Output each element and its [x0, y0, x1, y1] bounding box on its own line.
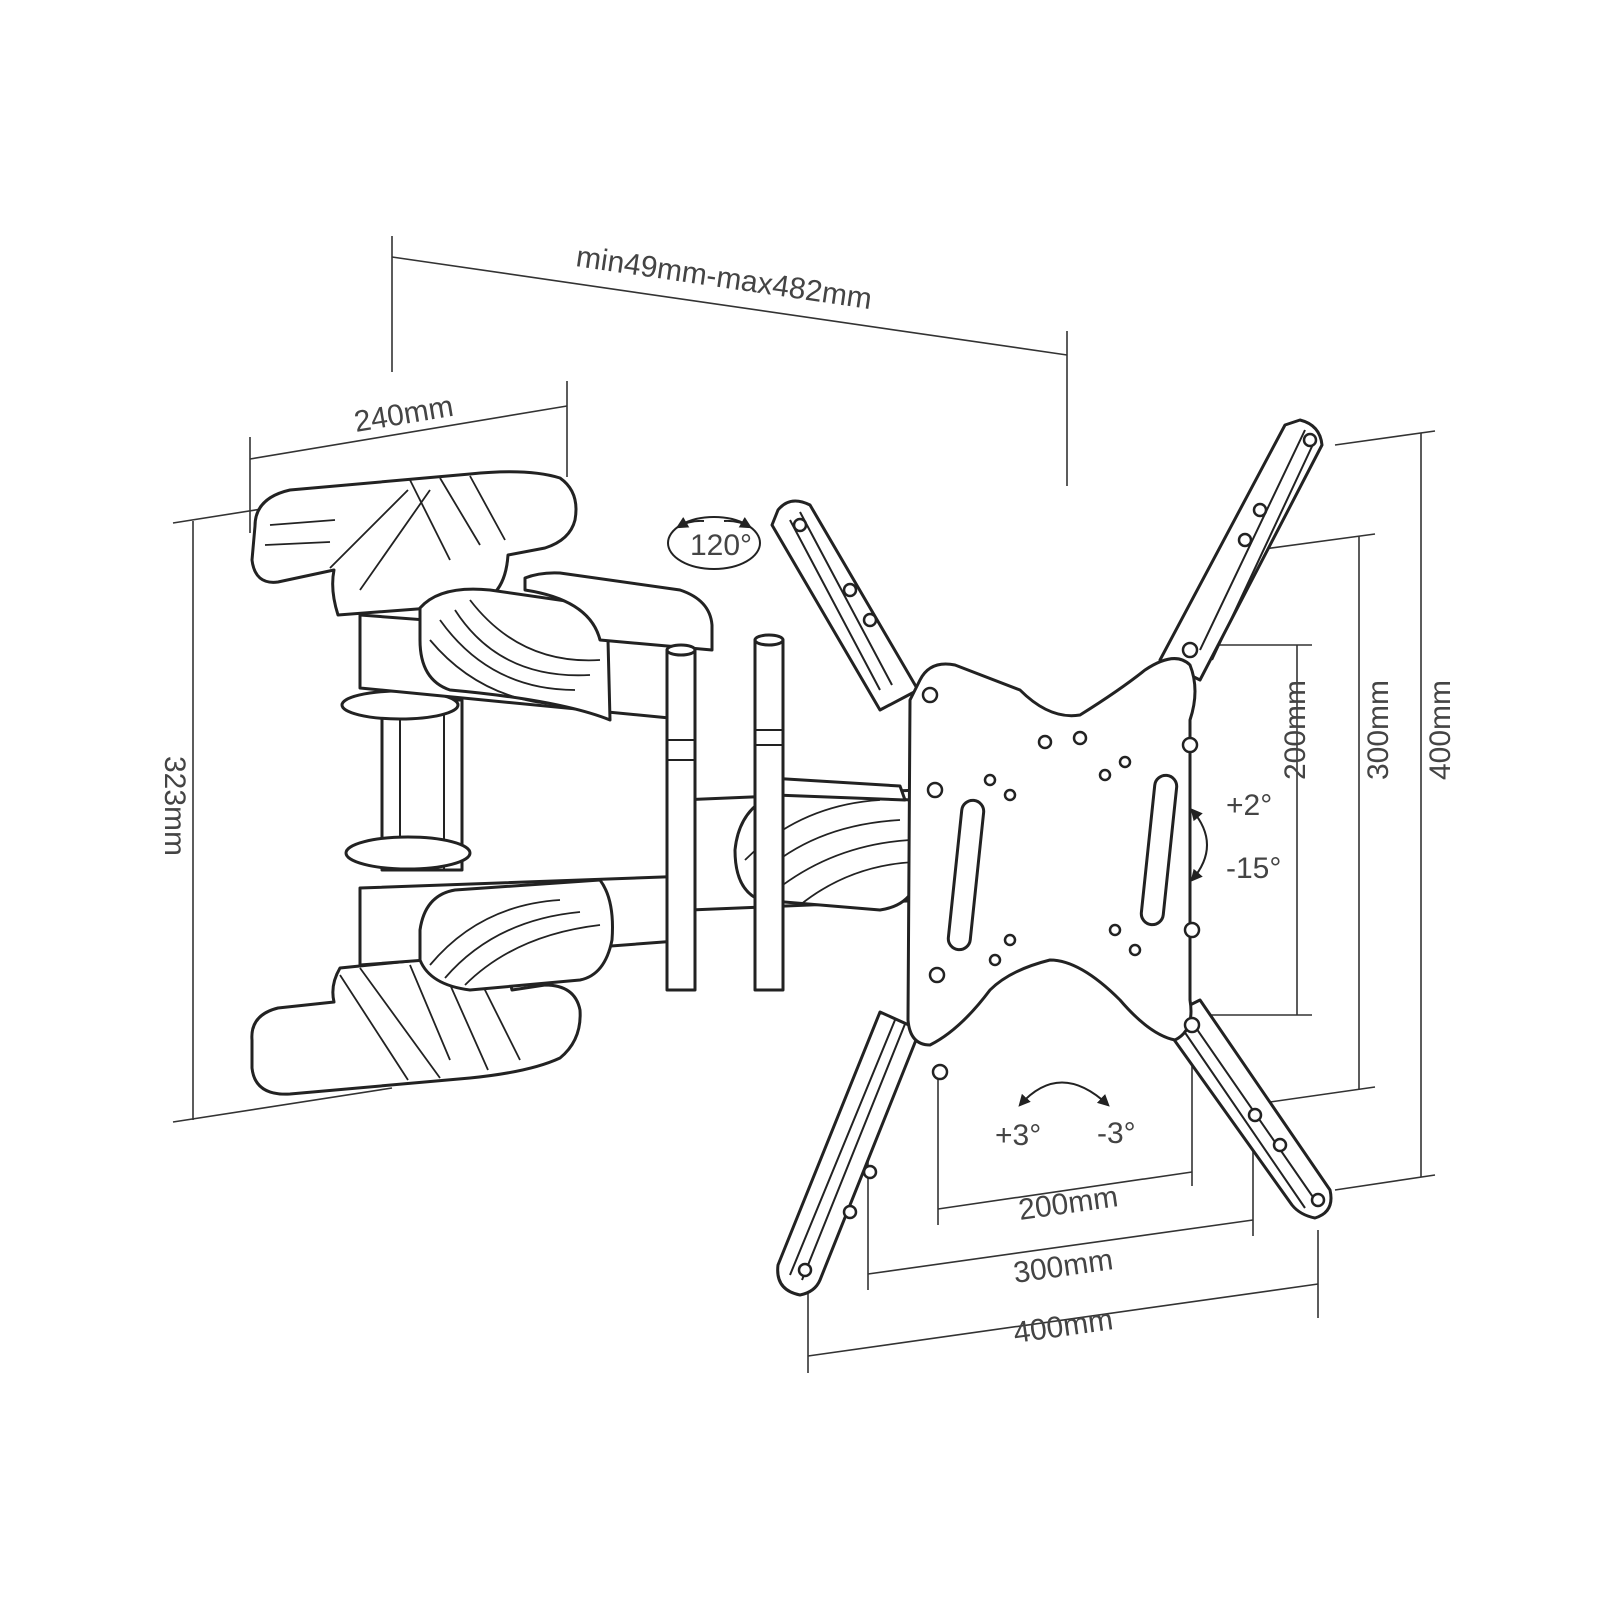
upper-arm-top [523, 571, 714, 652]
vesa-v-400-label: 400mm [1424, 680, 1457, 780]
swivel-badge [667, 516, 761, 570]
vesa-arm-top-left [770, 499, 920, 712]
upper-arm-cover [418, 587, 612, 722]
lower-arm-cover [418, 878, 614, 992]
vesa-arm-bottom-right [1158, 998, 1333, 1220]
vesa-arm-bottom-left [776, 1010, 922, 1297]
vesa-v-200-label: 200mm [1279, 680, 1312, 780]
rotate-minus-label: -3° [1097, 1117, 1136, 1150]
vesa-h-400-label: 400mm [1011, 1303, 1115, 1350]
arm-linkage [358, 571, 932, 992]
vesa-arm-top-right [1158, 418, 1324, 682]
swivel-label: 120° [690, 529, 752, 562]
top-wall-bracket [250, 470, 578, 617]
angle-indicators [667, 516, 1208, 1107]
vesa-plate [770, 418, 1333, 1297]
bottom-hinge [344, 835, 472, 871]
tilt-down-label: -15° [1226, 852, 1281, 885]
dimension-lines [172, 236, 1436, 1373]
vesa-h-200-label: 200mm [1016, 1180, 1120, 1227]
vesa-h-300-label: 300mm [1011, 1243, 1115, 1290]
front-arm-top [768, 776, 907, 802]
wall-plate-height-label: 323mm [158, 756, 191, 856]
vesa-centre-plate [906, 657, 1197, 1047]
pivot-pin-1 [665, 648, 697, 992]
wall-plate [250, 470, 582, 1096]
wall-plate-width-label: 240mm [352, 390, 456, 439]
rotate-plus-label: +3° [995, 1119, 1041, 1152]
tilt-up-label: +2° [1226, 789, 1272, 822]
vesa-v-300-label: 300mm [1362, 680, 1395, 780]
pivot-pin-2 [753, 638, 785, 992]
bottom-wall-bracket [250, 953, 582, 1096]
